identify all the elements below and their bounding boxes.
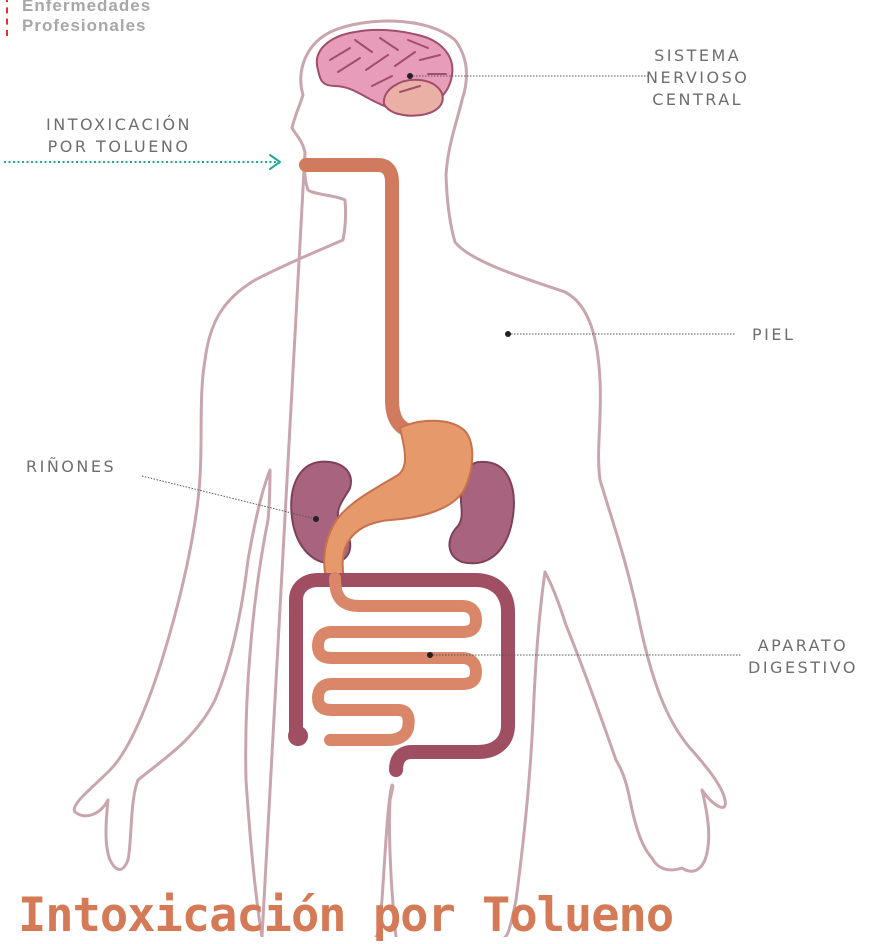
dot-piel: [505, 331, 511, 337]
small-intestine: [318, 578, 476, 740]
page-title: Intoxicación por Tolueno: [18, 888, 673, 944]
leader-lines: [142, 76, 742, 655]
label-aparato-digestivo: APARATO DIGESTIVO: [748, 635, 858, 679]
label-digestivo-line-2: DIGESTIVO: [748, 657, 858, 679]
brand-line-1: Enfermedades: [22, 0, 151, 16]
label-intox-line-2: POR TOLUENO: [46, 136, 192, 158]
label-intoxicacion: INTOXICACIÓN POR TOLUENO: [46, 114, 192, 158]
label-snc-line-3: CENTRAL: [646, 89, 749, 111]
brand-logo: Enfermedades Profesionales: [6, 0, 151, 36]
label-snc-line-1: SISTEMA: [646, 45, 749, 67]
brain: [317, 30, 453, 116]
esophagus: [306, 165, 412, 432]
label-sistema-nervioso-central: SISTEMA NERVIOSO CENTRAL: [646, 45, 749, 111]
dot-rinones: [313, 516, 319, 522]
label-digestivo-line-1: APARATO: [748, 635, 858, 657]
label-piel: PIEL: [752, 324, 795, 346]
label-rinones: RIÑONES: [26, 456, 116, 478]
label-snc-line-2: NERVIOSO: [646, 67, 749, 89]
appendix: [288, 726, 308, 746]
dot-digestivo: [427, 652, 433, 658]
label-intox-line-1: INTOXICACIÓN: [46, 114, 192, 136]
brand-line-2: Profesionales: [22, 16, 151, 36]
dot-snc: [407, 73, 413, 79]
